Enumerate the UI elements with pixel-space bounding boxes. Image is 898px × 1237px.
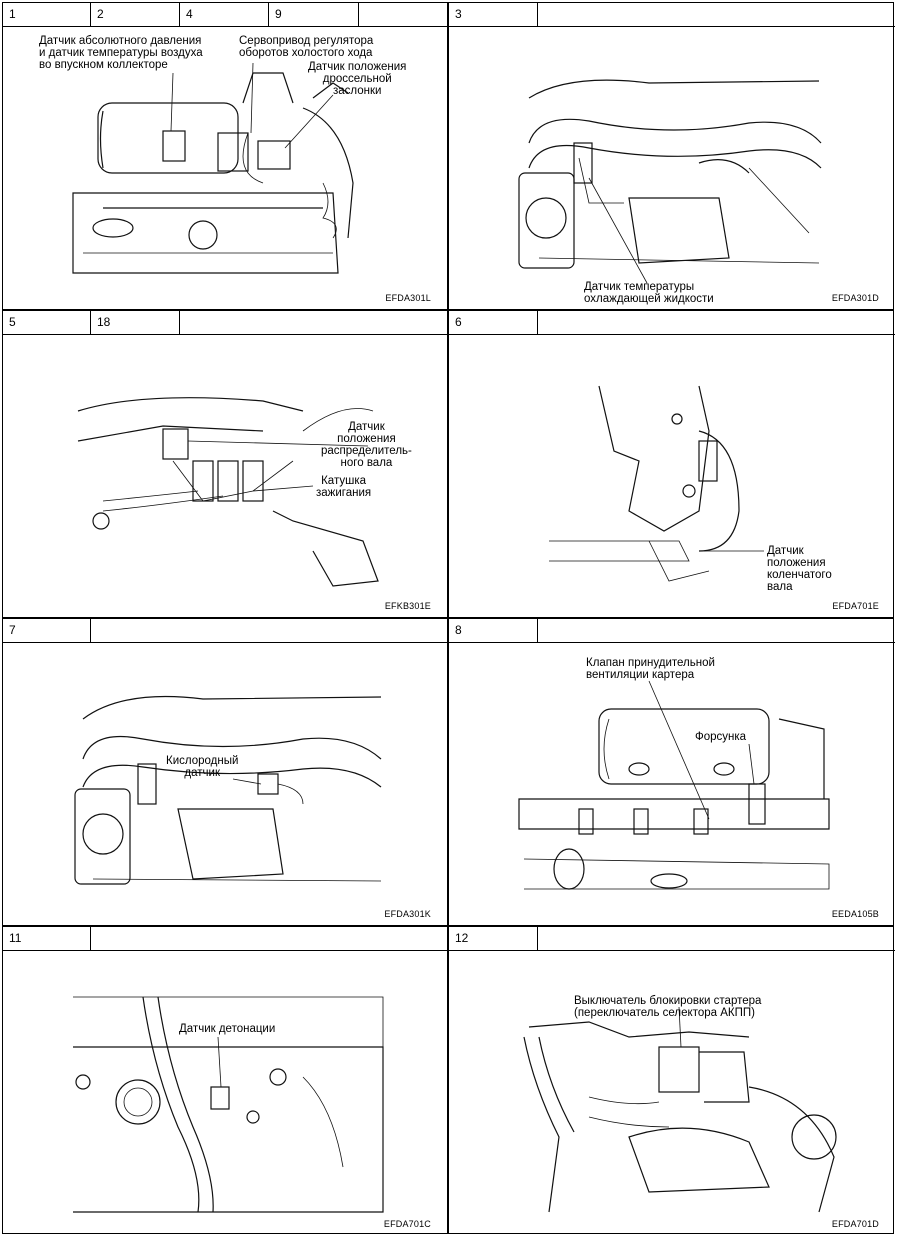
panel-header: 3 — [449, 3, 895, 27]
panel-1: 1 2 4 9 Датчик абсолютного дав — [3, 3, 447, 309]
panel-header: 5 18 — [3, 311, 447, 335]
panel-5: 5 18 Датчик положения распределитель- но… — [3, 311, 447, 617]
panel-header: 12 — [449, 927, 895, 951]
callout-ignition-coil: Катушка зажигания — [316, 475, 372, 499]
row-divider — [3, 309, 893, 311]
panel-8: 8 Клапан принудительной вентиляции карте… — [449, 619, 895, 925]
figure-code: EFKB301E — [384, 601, 431, 611]
header-number: 3 — [449, 3, 538, 26]
row-divider — [3, 925, 893, 927]
callout-pcv-valve: Клапан принудительной вентиляции картера — [586, 657, 715, 681]
coolant-sensor-illustration — [518, 79, 822, 284]
callout-map-iat-sensor: Датчик абсолютного давления и датчик тем… — [39, 35, 203, 71]
header-number: 6 — [449, 311, 538, 334]
panel-6: 6 Датчик положения коленчатого вала EFDA… — [449, 311, 895, 617]
panel-3: 3 Датчик температуры охлаждающей жидкост… — [449, 3, 895, 309]
oxygen-sensor-illustration — [74, 695, 382, 885]
callout-tps-sensor: Датчик положения дроссельной заслонки — [308, 61, 407, 97]
panel-11: 11 Датчик детонации EFDA701C — [3, 927, 447, 1235]
figure-code: EFDA701E — [832, 601, 879, 611]
panel-header: 11 — [3, 927, 447, 951]
panel-header: 6 — [449, 311, 895, 335]
panel-header: 7 — [3, 619, 447, 643]
callout-injector: Форсунка — [695, 731, 747, 743]
panel-7: 7 Кислородный датчик EFDA301K — [3, 619, 447, 925]
figure-code: EFDA301L — [385, 293, 431, 303]
panel-header: 1 2 4 9 — [3, 3, 447, 27]
callout-coolant-temp-sensor: Датчик температуры охлаждающей жидкости — [584, 281, 714, 305]
callout-idle-actuator: Сервопривод регулятора оборотов холостог… — [239, 35, 374, 59]
header-number: 2 — [91, 3, 180, 26]
header-number: 11 — [3, 927, 91, 950]
figure-code: EFDA701D — [831, 1219, 879, 1229]
header-number: 1 — [3, 3, 91, 26]
knock-sensor-illustration — [73, 996, 384, 1213]
callout-cam-sensor: Датчик положения распределитель- ного ва… — [321, 421, 412, 469]
header-number: 8 — [449, 619, 538, 642]
row-divider — [3, 617, 893, 619]
panel-12: 12 Выключатель блокировки стартера (пере… — [449, 927, 895, 1235]
engine-intake-illustration — [72, 62, 354, 274]
pcv-injector-illustration — [518, 680, 830, 890]
inhibitor-switch-illustration — [523, 1006, 837, 1213]
crank-sensor-illustration — [549, 385, 764, 582]
header-number: 4 — [180, 3, 269, 26]
callout-inhibitor-switch: Выключатель блокировки стартера (переклю… — [574, 995, 762, 1019]
figure-code: EEDA105B — [831, 909, 879, 919]
panel-header: 8 — [449, 619, 895, 643]
header-number: 7 — [3, 619, 91, 642]
figure-code: EFDA701C — [383, 1219, 431, 1229]
header-number: 9 — [269, 3, 359, 26]
callout-knock-sensor: Датчик детонации — [179, 1023, 276, 1035]
cam-sensor-coil-illustration — [77, 397, 379, 587]
figure-code: EFDA301K — [384, 909, 431, 919]
figure-code: EFDA301D — [831, 293, 879, 303]
header-number: 5 — [3, 311, 91, 334]
callout-oxygen-sensor: Кислородный датчик — [166, 755, 239, 779]
header-number: 18 — [91, 311, 180, 334]
header-number: 12 — [449, 927, 538, 950]
callout-crank-sensor: Датчик положения коленчатого вала — [767, 545, 832, 593]
